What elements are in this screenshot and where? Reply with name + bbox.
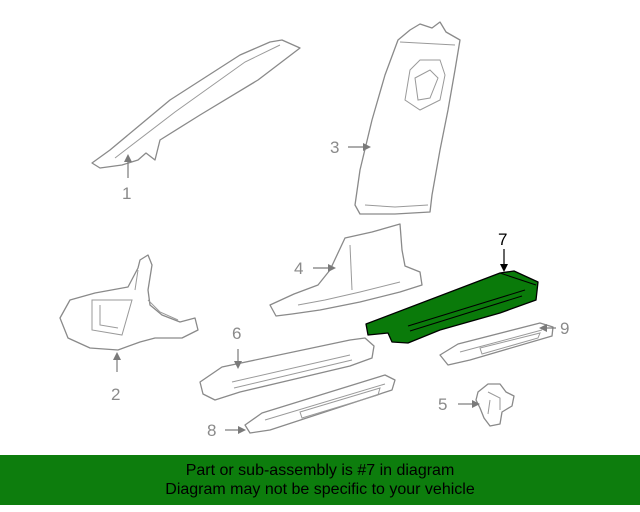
banner-line-2: Diagram may not be specific to your vehi…	[165, 481, 475, 498]
parts-diagram: 1 2 3 4	[59, 21, 569, 440]
callout-label-1: 1	[122, 184, 131, 203]
part-1-a-pillar-trim[interactable]	[91, 39, 301, 169]
part-7-rear-sill-plate[interactable]	[365, 270, 539, 344]
callout-label-6: 6	[232, 324, 241, 343]
banner-line-1: Part or sub-assembly is #7 in diagram	[185, 462, 455, 479]
callout-3: 3	[330, 138, 371, 157]
part-5-retaining-clip[interactable]	[475, 383, 515, 427]
part-3-b-pillar-trim[interactable]	[354, 21, 461, 215]
callout-8: 8	[207, 421, 246, 440]
callout-label-7: 7	[498, 230, 507, 249]
callout-7: 7	[498, 230, 508, 272]
callout-1: 1	[122, 154, 132, 203]
callout-label-2: 2	[111, 385, 120, 404]
callout-label-4: 4	[294, 259, 303, 278]
callout-label-5: 5	[438, 395, 447, 414]
callout-5: 5	[438, 395, 480, 414]
callout-4: 4	[294, 259, 336, 278]
callout-9: 9	[539, 319, 569, 338]
callout-label-9: 9	[560, 319, 569, 338]
part-9-rear-scuff-plate[interactable]	[439, 322, 554, 366]
part-2-kick-panel[interactable]	[59, 254, 199, 351]
callout-2: 2	[111, 352, 121, 404]
part-4-b-pillar-lower-trim[interactable]	[269, 223, 423, 317]
part-6-front-sill-plate[interactable]	[199, 337, 375, 401]
callout-6: 6	[232, 324, 242, 369]
info-banner: Part or sub-assembly is #7 in diagram Di…	[0, 455, 640, 505]
callout-label-3: 3	[330, 138, 339, 157]
callout-label-8: 8	[207, 421, 216, 440]
part-8-front-scuff-plate[interactable]	[244, 374, 396, 434]
